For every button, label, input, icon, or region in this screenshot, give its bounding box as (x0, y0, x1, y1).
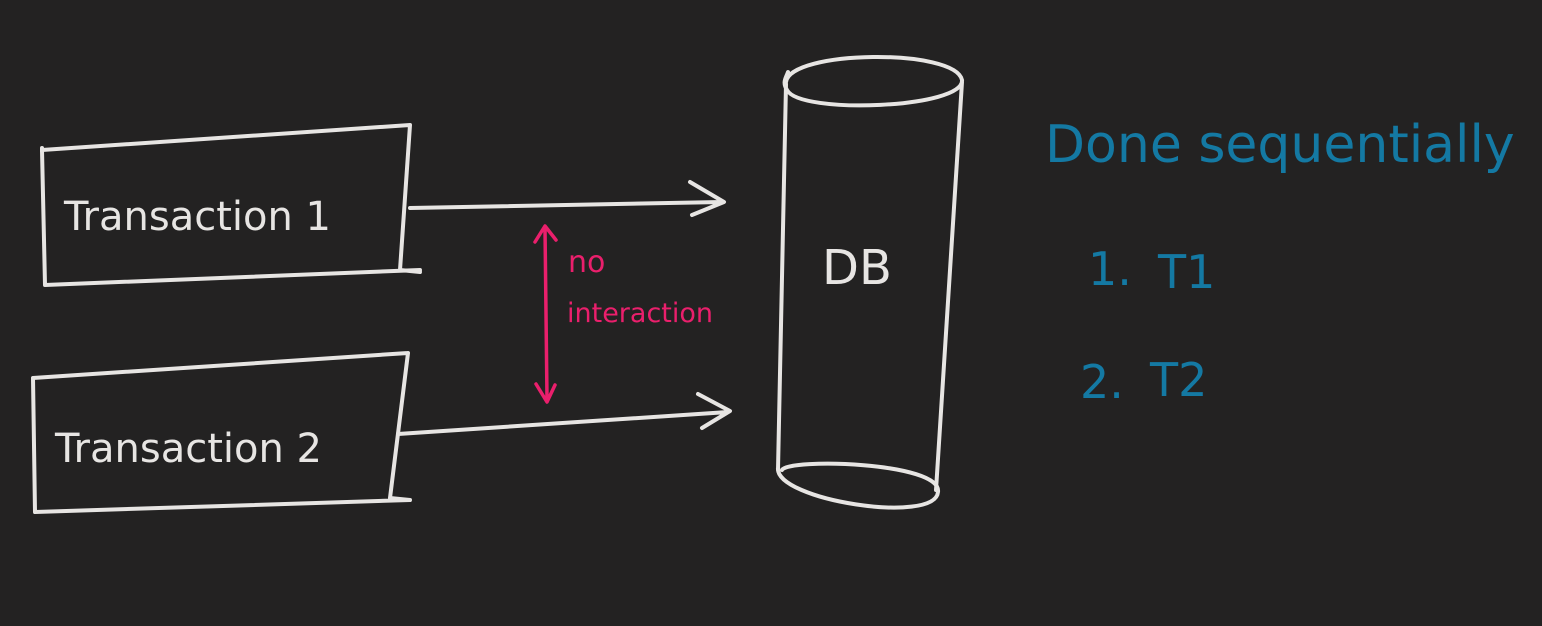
order-title: Done sequentially (1045, 115, 1515, 175)
note-line-1: no (568, 245, 605, 280)
transaction-2-label: Transaction 2 (54, 426, 322, 472)
arrow-transaction-2-to-db (396, 392, 732, 436)
order-step-2-label: T2 (1149, 353, 1207, 407)
double-arrow (533, 224, 558, 404)
transaction-2-box (31, 351, 412, 514)
order-step-1-label: T1 (1157, 245, 1215, 299)
database-node: DB (775, 55, 964, 510)
transaction-1-label: Transaction 1 (63, 194, 331, 240)
no-interaction-note: no interaction (533, 224, 713, 404)
note-line-2: interaction (567, 298, 713, 329)
sequential-order-list: Done sequentially 1. T1 2. T2 (1045, 115, 1515, 409)
database-label: DB (822, 240, 892, 296)
database-cylinder (775, 55, 964, 510)
order-step-1-number: 1. (1088, 242, 1132, 296)
transaction-1-node: Transaction 1 (40, 123, 422, 287)
transaction-1-box (40, 123, 422, 287)
transaction-2-node: Transaction 2 (31, 351, 412, 514)
order-step-2-number: 2. (1080, 355, 1124, 409)
arrow-transaction-1-to-db (408, 180, 726, 217)
